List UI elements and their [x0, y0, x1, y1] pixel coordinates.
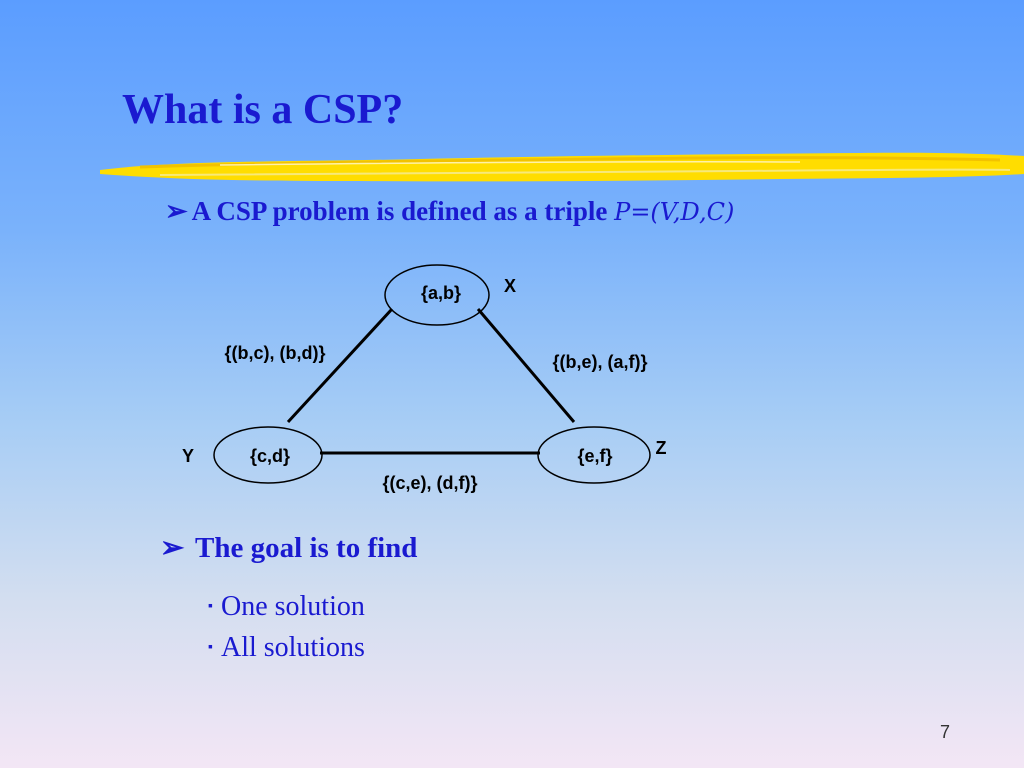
node-z-domain: {e,f} — [577, 446, 612, 466]
arrow-bullet-icon: ➢ — [160, 532, 185, 564]
bullet-csp-definition: ➢A CSP problem is defined as a triple P=… — [165, 196, 734, 227]
edge-xy — [286, 307, 394, 424]
node-y-domain: {c,d} — [250, 446, 290, 466]
triple-formula: P=(V,D,C) — [614, 198, 735, 226]
node-y-label: Y — [182, 446, 194, 466]
edge-yz-label: {(c,e), (d,f)} — [382, 473, 477, 493]
sub-item-text: All solutions — [220, 632, 365, 663]
node-x-domain: {a,b} — [421, 283, 461, 303]
bullet-goal: ➢ The goal is to find — [160, 530, 417, 565]
node-x — [384, 264, 490, 326]
page-number: 7 — [940, 722, 951, 742]
bullet-text: The goal is to find — [195, 532, 418, 564]
square-bullet-icon: ▪ — [208, 599, 213, 614]
node-x-label: X — [504, 276, 516, 296]
node-z — [537, 426, 651, 484]
node-z-label: Z — [656, 438, 667, 458]
node-y — [213, 426, 323, 484]
arrow-bullet-icon: ➢ — [165, 196, 188, 226]
bullet-text: A CSP problem is defined as a triple — [191, 196, 615, 226]
sub-item-one-solution: ▪ One solution — [208, 591, 365, 623]
highlighter-stroke-decoration — [100, 152, 1024, 182]
square-bullet-icon: ▪ — [208, 640, 213, 655]
sub-item-text: One solution — [220, 591, 365, 622]
edge-xz — [476, 308, 576, 423]
slide-title: What is a CSP? — [122, 87, 404, 133]
edge-xy-label: {(b,c), (b,d)} — [225, 343, 326, 363]
edge-xz-label: {(b,e), (a,f)} — [552, 352, 647, 372]
sub-item-all-solutions: ▪ All solutions — [208, 632, 365, 664]
